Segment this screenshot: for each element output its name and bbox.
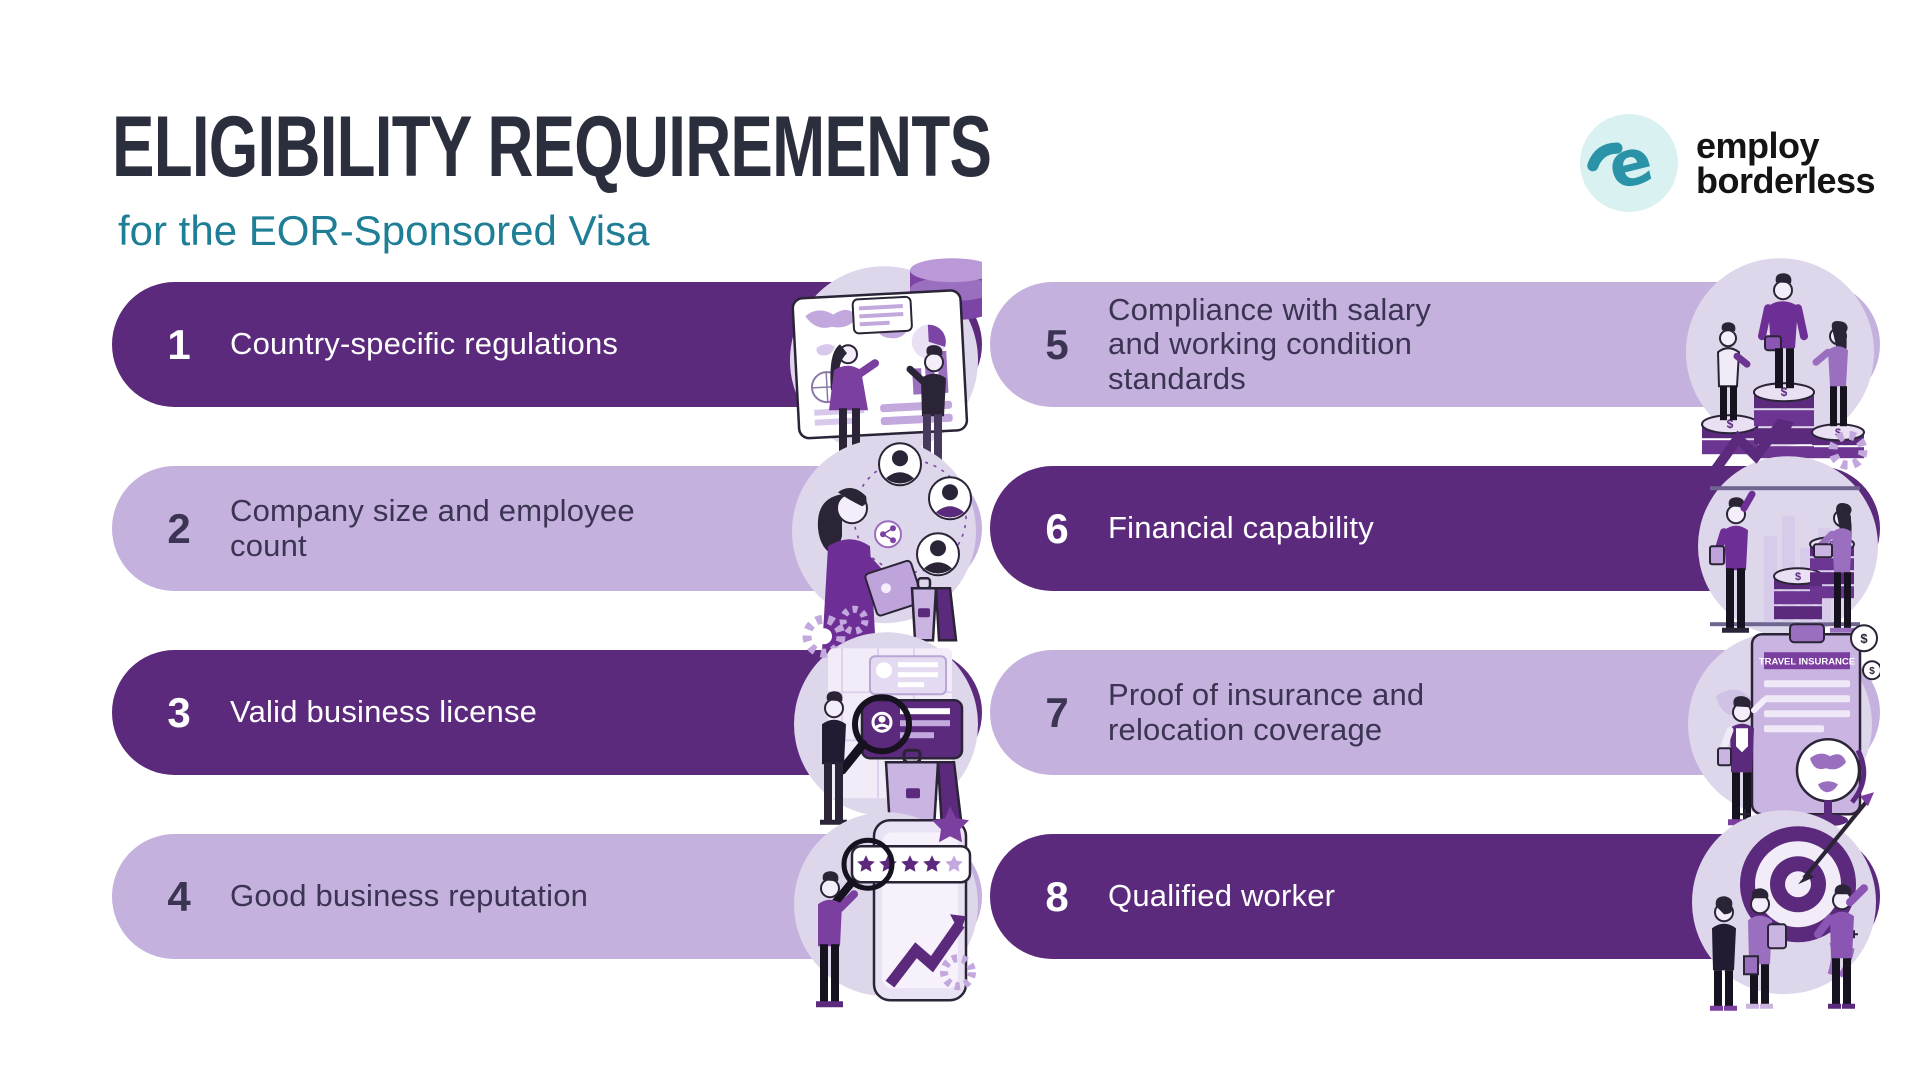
svg-text:$: $ <box>1781 385 1788 399</box>
brand-logo: e employ borderless <box>1580 114 1876 212</box>
requirement-card-3: 3 Valid business license <box>112 605 982 829</box>
presentation-board-icon <box>782 232 982 472</box>
logo-wordmark: employ borderless <box>1696 124 1876 201</box>
financial-growth-icon: $ $ <box>1680 416 1880 656</box>
item-number: 1 <box>167 320 191 368</box>
page-title: ELIGIBILITY REQUIREMENTS <box>112 99 992 195</box>
requirement-card-8: 8 Qualified worker <box>990 791 1880 1011</box>
item-number: 4 <box>167 872 191 920</box>
svg-text:$: $ <box>1869 666 1875 677</box>
logo-word-1: employ <box>1696 124 1820 166</box>
team-profiles-icon <box>782 416 982 656</box>
svg-text:$: $ <box>1795 571 1801 583</box>
rating-stars-icon <box>782 784 982 1024</box>
requirement-card-1: 1 Country-specific regulations <box>112 257 982 461</box>
svg-text:$: $ <box>1829 540 1835 551</box>
item-number: 2 <box>167 504 191 552</box>
item-label: Financial capability <box>1108 510 1374 546</box>
requirement-card-7: 7 Proof of insurance and relocation cove… <box>990 622 1880 826</box>
travel-insurance-label: TRAVEL INSURANCE <box>1759 656 1855 667</box>
requirement-card-5: 5 Compliance with salary and working con… <box>990 257 1880 458</box>
item-label: Good business reputation <box>230 878 589 914</box>
requirement-card-4: 4 Good business reputation <box>112 805 982 1007</box>
svg-text:e: e <box>1600 122 1660 204</box>
travel-insurance-icon: TRAVEL INSURANCE $ $ <box>1680 600 1880 840</box>
item-number: 5 <box>1045 320 1069 368</box>
item-label: Valid business license <box>230 694 538 730</box>
requirement-card-6: 6 Financial capability <box>990 417 1880 636</box>
item-label: Proof of insurance and relocation covera… <box>1108 677 1425 747</box>
salary-coins-icon: $ $ $ <box>1680 232 1880 472</box>
requirements-grid: 1 Country-specific regulations <box>112 257 1880 1011</box>
license-inspection-icon <box>782 600 982 840</box>
target-goal-icon <box>1680 784 1880 1024</box>
item-number: 6 <box>1045 504 1069 552</box>
item-label: Company size and employee count <box>230 493 635 563</box>
logo-mark-icon: e <box>1580 114 1678 212</box>
page-subtitle: for the EOR-Sponsored Visa <box>118 207 650 254</box>
logo-word-2: borderless <box>1696 160 1876 201</box>
item-number: 3 <box>167 688 191 736</box>
svg-text:$: $ <box>1860 631 1868 646</box>
item-label: Compliance with salary and working condi… <box>1108 292 1432 396</box>
svg-text:$: $ <box>1727 417 1734 431</box>
item-number: 8 <box>1045 872 1069 920</box>
requirement-card-2: 2 Company size and employee count <box>112 438 982 651</box>
item-number: 7 <box>1045 688 1069 736</box>
item-label: Country-specific regulations <box>230 326 619 362</box>
item-label: Qualified worker <box>1108 878 1336 914</box>
svg-text:$: $ <box>1835 427 1841 439</box>
